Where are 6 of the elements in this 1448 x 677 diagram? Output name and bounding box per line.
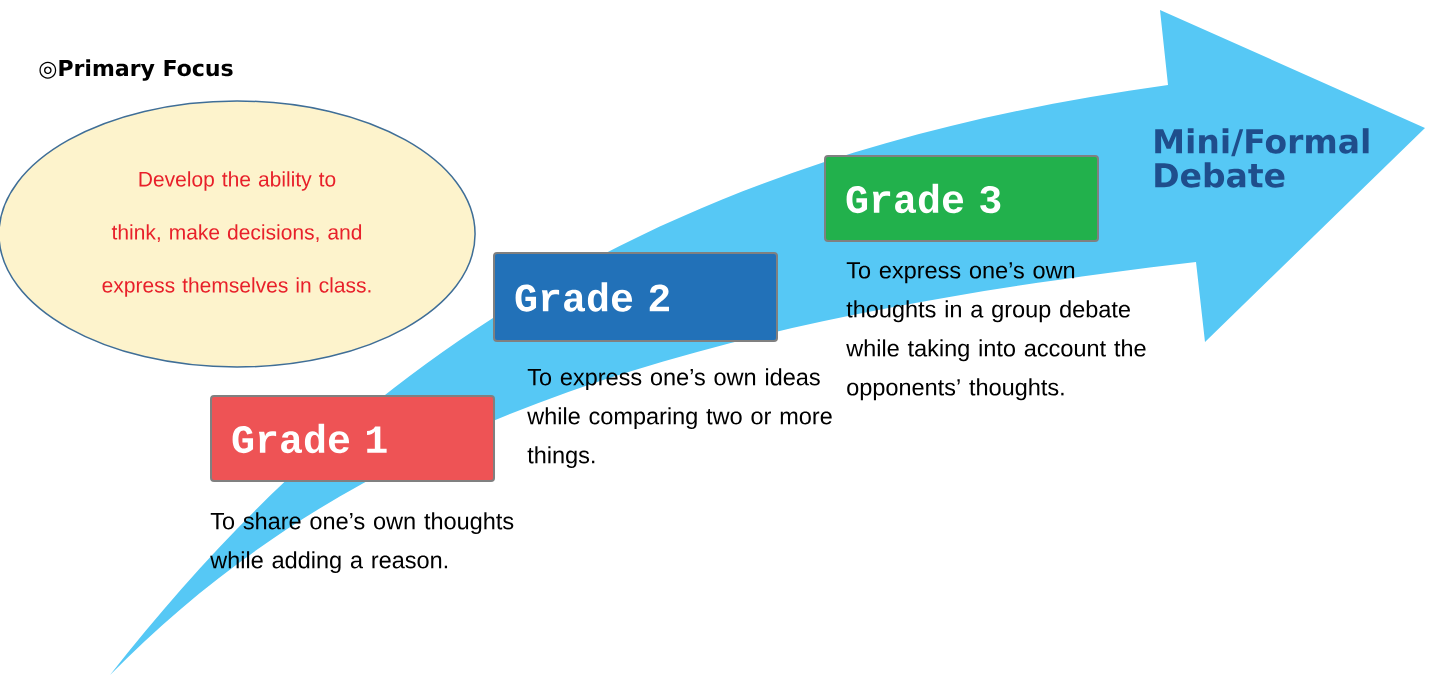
heading: ◎Primary Focus (39, 59, 233, 81)
grade-box: Grade 2 (493, 252, 778, 342)
description-text: To express one’s own thoughts in a group debate while taking into account the opponents’ thoughts. (846, 262, 1146, 401)
grade-box: Grade 3 (824, 155, 1099, 242)
grade-box: Grade 1 (210, 395, 495, 482)
goal-label: Mini/Formal Debate (1155, 128, 1369, 188)
